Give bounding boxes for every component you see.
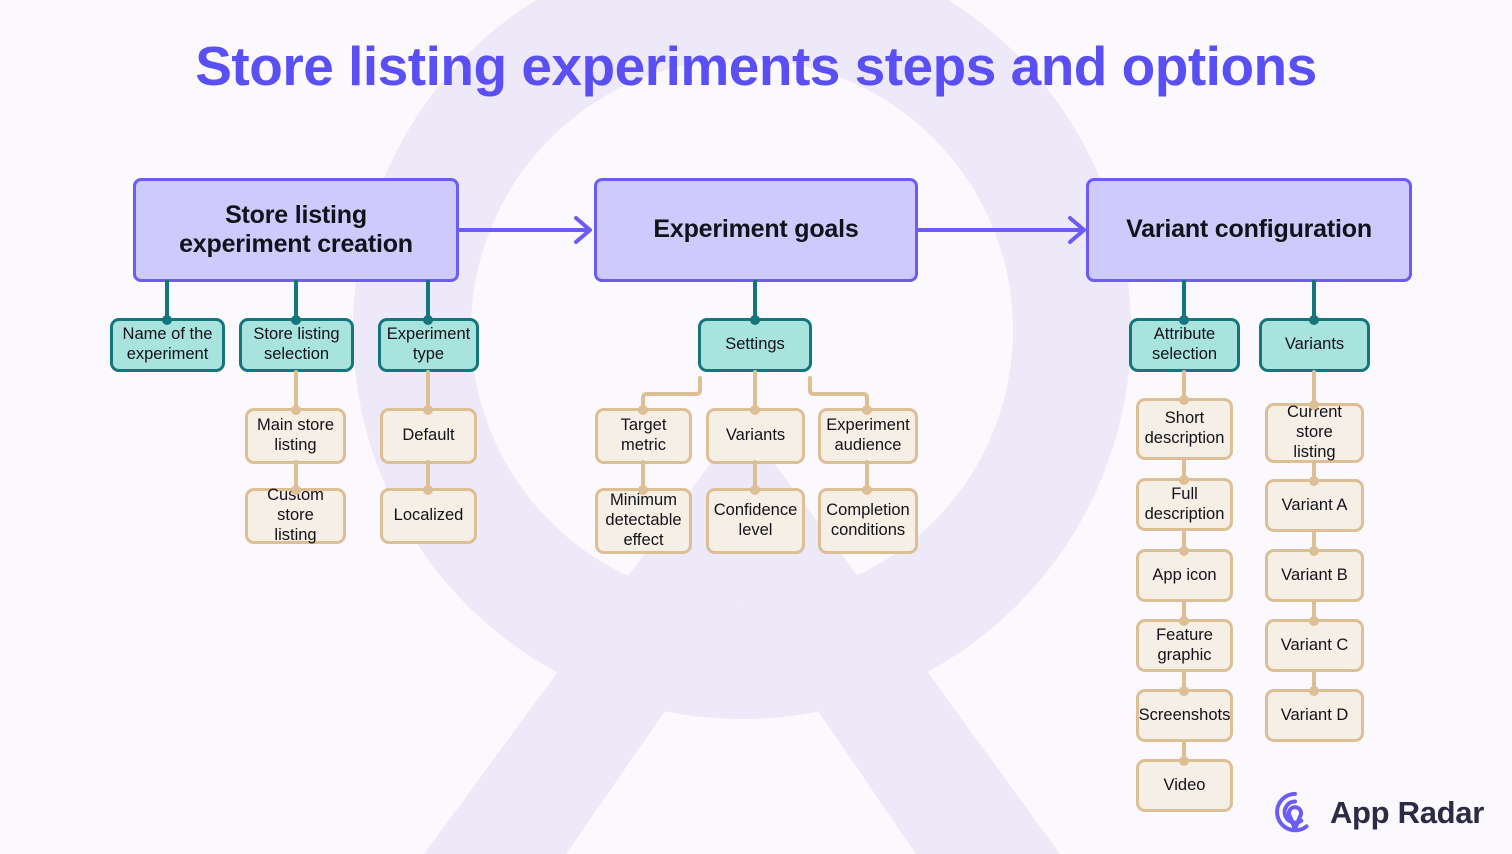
node-label-line2: experiment creation [179, 230, 413, 258]
node-label-line1: Experiment [826, 416, 910, 435]
node-label-line3: effect [623, 530, 664, 549]
node-target-metric[interactable]: Target metric [595, 408, 692, 464]
node-label-line1: Localized [393, 506, 464, 525]
node-label-line1: Completion [826, 501, 910, 520]
node-label-line1: Variant A [1281, 495, 1348, 514]
brand-logo: App Radar [1272, 790, 1484, 836]
node-settings[interactable]: Settings [698, 318, 812, 372]
node-variant-d[interactable]: Variant D [1265, 689, 1364, 742]
node-label-line1: Screenshots [1138, 705, 1231, 724]
node-short-description[interactable]: Short description [1136, 398, 1233, 460]
node-localized[interactable]: Localized [380, 488, 477, 544]
node-completion-conditions[interactable]: Completion conditions [818, 488, 918, 554]
node-label-line2: audience [834, 436, 902, 454]
node-label-line1: Variants [725, 426, 786, 445]
brand-name: App Radar [1329, 795, 1484, 830]
node-attribute-selection[interactable]: Attribute selection [1129, 318, 1240, 372]
node-default[interactable]: Default [380, 408, 477, 464]
node-label-line2: store listing [274, 506, 317, 544]
node-experiment-audience[interactable]: Experiment audience [818, 408, 918, 464]
node-label-line2: detectable [605, 511, 682, 530]
node-label-line1: Custom [267, 486, 324, 505]
node-label-line2: selection [263, 345, 330, 363]
node-label-line2: description [1144, 504, 1225, 523]
node-label-line1: Variant configuration [1126, 215, 1372, 244]
node-label-line1: Experiment [386, 325, 471, 344]
node-video[interactable]: Video [1136, 759, 1233, 812]
node-label-line2: level [738, 521, 773, 539]
node-full-description[interactable]: Full description [1136, 478, 1233, 531]
node-label-line1: Full [1171, 484, 1198, 503]
node-label-line1: Target [620, 416, 667, 435]
node-variants-goal[interactable]: Variants [706, 408, 805, 464]
node-app-icon[interactable]: App icon [1136, 549, 1233, 602]
node-label-line1: Short [1164, 409, 1205, 428]
node-current-store-listing[interactable]: Current store listing [1265, 403, 1364, 463]
node-label-line2: metric [621, 436, 666, 454]
node-label-line1: Variants [1284, 335, 1345, 354]
node-main-store-listing[interactable]: Main store listing [245, 408, 346, 464]
node-label-line2: graphic [1157, 645, 1212, 664]
node-label-line2: listing [1293, 442, 1336, 461]
node-label-line1: Variant C [1280, 635, 1349, 654]
node-label-line1: Variant D [1280, 705, 1349, 724]
node-label-line1: Experiment goals [653, 215, 859, 244]
node-label-line1: Default [402, 426, 455, 445]
node-label-line1: Store listing [225, 200, 367, 229]
node-custom-store-listing[interactable]: Custom store listing [245, 486, 346, 544]
app-radar-logo-icon [1275, 791, 1309, 833]
node-variant-b[interactable]: Variant B [1265, 549, 1364, 602]
node-label-line1: Variant B [1281, 565, 1348, 584]
node-label-line1: Main store [256, 416, 335, 435]
node-label-line2: type [412, 345, 445, 363]
node-label-line1: App icon [1152, 565, 1217, 584]
node-store-listing-selection[interactable]: Store listing selection [239, 318, 354, 372]
node-variant-a[interactable]: Variant A [1265, 479, 1364, 532]
node-label-line1: Store listing [253, 325, 340, 344]
node-variant-configuration[interactable]: Variant configuration [1086, 178, 1412, 282]
node-store-listing-experiment-creation[interactable]: Store listing experiment creation [133, 178, 459, 282]
node-label-line1: Minimum [610, 491, 677, 510]
node-variant-c[interactable]: Variant C [1265, 619, 1364, 672]
node-label-line2: description [1144, 429, 1225, 447]
node-experiment-type[interactable]: Experiment type [378, 318, 479, 372]
node-label-line1: Current store [1286, 403, 1343, 442]
node-screenshots[interactable]: Screenshots [1136, 689, 1233, 742]
node-label-line1: Confidence [713, 501, 798, 520]
page-title: Store listing experiments steps and opti… [195, 35, 1317, 97]
node-label-line1: Video [1163, 775, 1206, 794]
node-confidence-level[interactable]: Confidence level [706, 488, 805, 554]
node-minimum-detectable-effect[interactable]: Minimum detectable effect [595, 488, 692, 554]
node-experiment-goals[interactable]: Experiment goals [594, 178, 918, 282]
node-label-line1: Name of the [122, 325, 213, 344]
node-label-line1: Settings [725, 335, 785, 354]
node-name-of-the-experiment[interactable]: Name of the experiment [110, 318, 225, 372]
node-label-line1: Feature [1156, 625, 1213, 644]
node-label-line1: Attribute [1153, 325, 1216, 344]
node-label-line2: conditions [830, 521, 906, 539]
node-label-line2: experiment [126, 345, 209, 363]
node-label-line2: listing [274, 436, 317, 454]
node-feature-graphic[interactable]: Feature graphic [1136, 619, 1233, 672]
node-variants-config[interactable]: Variants [1259, 318, 1370, 372]
node-label-line2: selection [1151, 345, 1218, 363]
